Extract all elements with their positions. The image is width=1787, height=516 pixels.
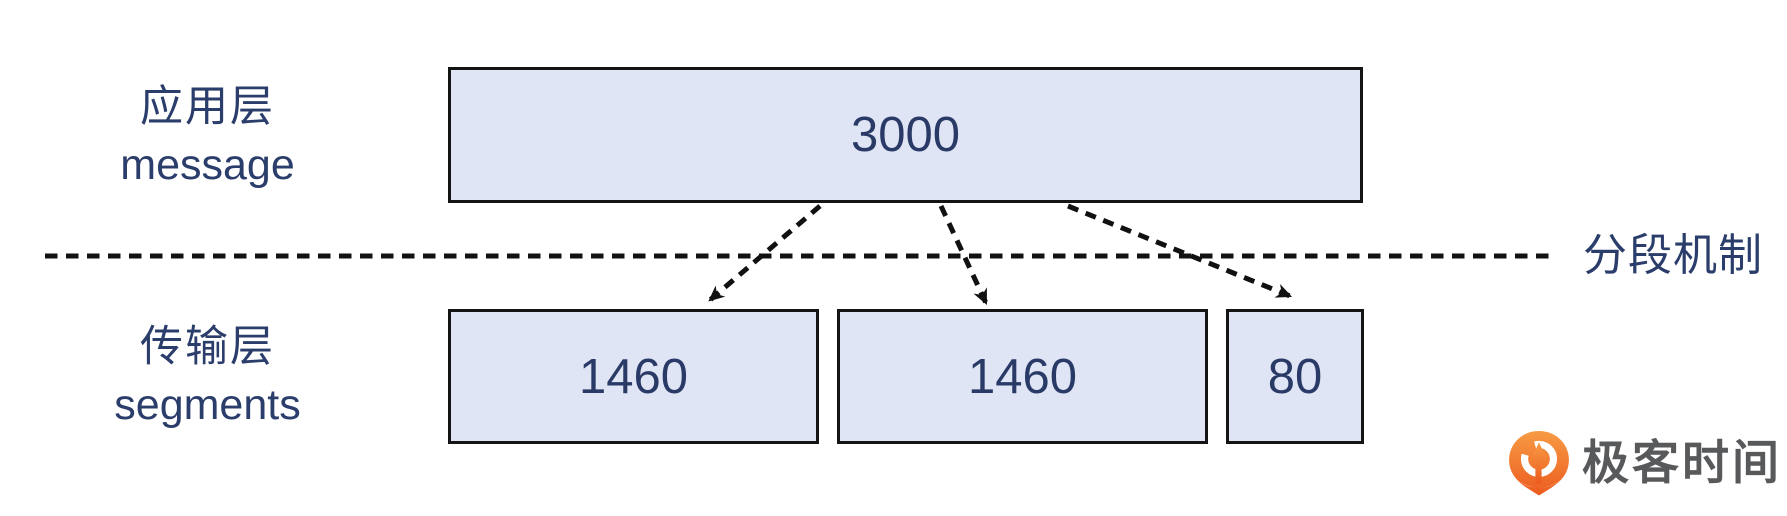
segment-box-2-value: 1460 xyxy=(967,349,1077,404)
segment-box-1-value: 1460 xyxy=(578,349,688,404)
segment-box-3-value: 80 xyxy=(1267,349,1323,404)
app-layer-label: 应用层 message xyxy=(35,78,380,194)
transport-layer-label: 传输层 segments xyxy=(35,318,380,434)
segment-box-3: 80 xyxy=(1226,309,1364,444)
geektime-logo-text: 极客时间 xyxy=(1582,436,1782,489)
transport-layer-label-cn: 传输层 xyxy=(140,323,275,371)
arrow-to-segment-2 xyxy=(938,204,989,306)
divider-label: 分段机制 xyxy=(1583,231,1763,280)
app-layer-label-cn: 应用层 xyxy=(140,83,275,131)
message-box: 3000 xyxy=(448,67,1363,203)
app-layer-label-en: message xyxy=(120,141,295,189)
geektime-brand: 极客时间 xyxy=(1506,430,1782,496)
segment-box-2: 1460 xyxy=(837,309,1208,444)
arrow-to-segment-1 xyxy=(708,204,822,302)
transport-layer-label-en: segments xyxy=(114,381,301,429)
arrow-to-segment-3 xyxy=(1067,203,1293,299)
message-box-value: 3000 xyxy=(850,108,960,162)
segment-box-1: 1460 xyxy=(448,309,819,444)
geektime-logo-icon xyxy=(1509,431,1569,496)
